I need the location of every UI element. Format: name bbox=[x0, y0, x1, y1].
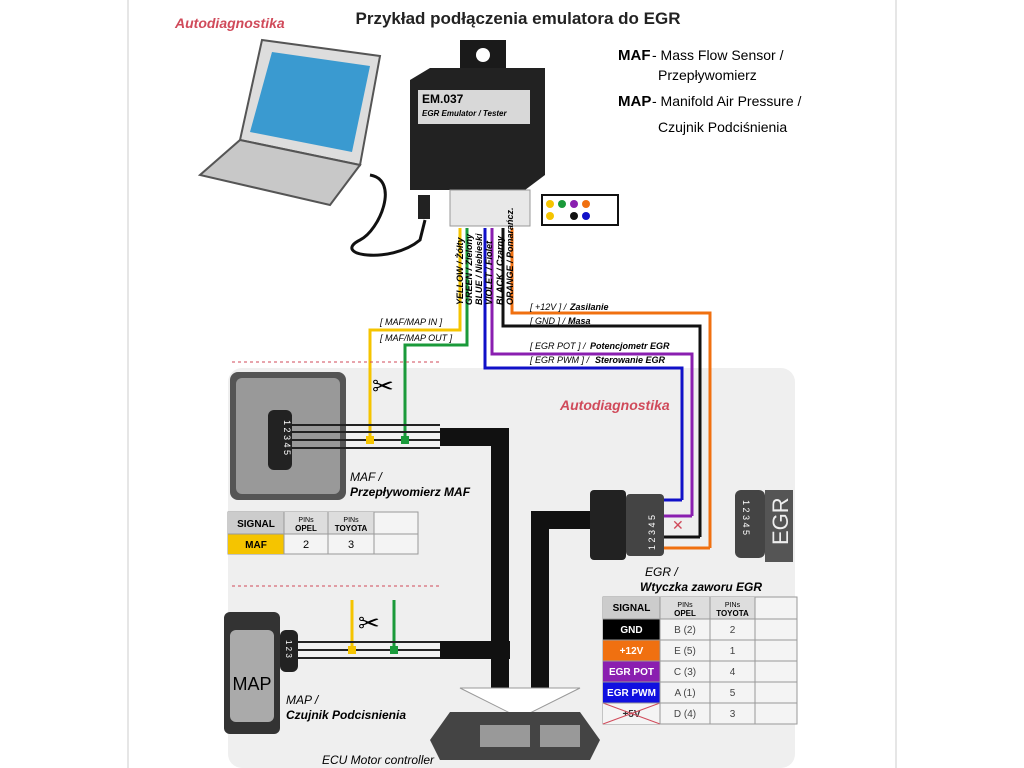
svg-text:BLACK / Czarny: BLACK / Czarny bbox=[495, 235, 505, 305]
svg-text:[ MAF/MAP IN ]: [ MAF/MAP IN ] bbox=[379, 317, 443, 327]
svg-text:2: 2 bbox=[303, 539, 309, 551]
table-row-opel: B (2) bbox=[674, 625, 696, 636]
maf-sensor: 1 2 3 4 5 ✂ MAF / Przepływomierz MAF bbox=[230, 361, 471, 500]
svg-text:[ MAF/MAP OUT ]: [ MAF/MAP OUT ] bbox=[379, 333, 453, 343]
connector-pinout-icon bbox=[541, 194, 619, 226]
svg-text:Czujnik Podciśnienia: Czujnik Podciśnienia bbox=[658, 119, 787, 135]
svg-text:Przepływomierz MAF: Przepływomierz MAF bbox=[350, 485, 471, 499]
svg-text:MAF: MAF bbox=[618, 47, 651, 64]
table-row-toyota: 3 bbox=[730, 709, 736, 720]
svg-text:Przepływomierz: Przepływomierz bbox=[658, 67, 757, 83]
svg-text:VIOLET / Fiolet: VIOLET / Fiolet bbox=[484, 240, 494, 305]
wires bbox=[350, 228, 712, 650]
header-pins: PINs bbox=[677, 602, 693, 609]
svg-text:OPEL: OPEL bbox=[295, 524, 317, 533]
table-row-opel: D (4) bbox=[674, 709, 696, 720]
svg-text:MAP: MAP bbox=[618, 93, 651, 110]
svg-text:MAP: MAP bbox=[232, 674, 271, 694]
disconnected-x-icon: ✕ bbox=[672, 517, 684, 533]
watermark-logo: Autodiagnostika bbox=[174, 15, 285, 31]
svg-text:3: 3 bbox=[348, 539, 354, 551]
table-row-opel: A (1) bbox=[674, 688, 695, 699]
arrow-to-ecu bbox=[459, 687, 581, 719]
table-row-signal: +5V bbox=[622, 709, 640, 720]
table-row-toyota: 5 bbox=[730, 688, 736, 699]
svg-text:1 2 3: 1 2 3 bbox=[284, 640, 293, 658]
svg-text:EGR Emulator / Tester: EGR Emulator / Tester bbox=[422, 109, 508, 118]
watermark-logo-2: Autodiagnostika bbox=[559, 397, 670, 413]
signal-color-cell bbox=[603, 661, 660, 682]
signal-color-cell bbox=[603, 619, 660, 640]
table-row-toyota: 1 bbox=[730, 646, 736, 657]
svg-text:1 2 3 4 5: 1 2 3 4 5 bbox=[282, 420, 292, 455]
svg-text:[ +12V ] /: [ +12V ] / bbox=[529, 302, 568, 312]
table-row-toyota: 2 bbox=[730, 625, 736, 636]
svg-text:PINs: PINs bbox=[298, 517, 314, 524]
svg-text:- Mass Flow Sensor /: - Mass Flow Sensor / bbox=[652, 47, 784, 63]
svg-text:ECU Motor controller: ECU Motor controller bbox=[322, 753, 435, 767]
svg-text:[ EGR POT ] /: [ EGR POT ] / bbox=[529, 341, 587, 351]
svg-text:Wtyczka zaworu EGR: Wtyczka zaworu EGR bbox=[640, 580, 762, 594]
svg-text:YELLOW / Żółty: YELLOW / Żółty bbox=[455, 237, 465, 305]
abbreviation-legend: MAF - Mass Flow Sensor / Przepływomierz … bbox=[618, 47, 801, 135]
header-signal: SIGNAL bbox=[613, 603, 651, 614]
wiring-harness bbox=[440, 428, 590, 690]
svg-text:TOYOTA: TOYOTA bbox=[335, 524, 368, 533]
table-row-opel: E (5) bbox=[674, 646, 696, 657]
scissors-icon: ✂ bbox=[358, 608, 380, 638]
table-row-signal: EGR PWM bbox=[607, 688, 656, 699]
svg-text:Zasilanie: Zasilanie bbox=[569, 302, 609, 312]
header-toyota: TOYOTA bbox=[716, 609, 749, 618]
emulator-device: EM.037 EGR Emulator / Tester bbox=[410, 40, 619, 227]
diagram-title: Przykład podłączenia emulatora do EGR bbox=[356, 9, 681, 28]
table-row-signal: GND bbox=[620, 625, 642, 636]
header-pins: PINs bbox=[725, 602, 741, 609]
wire-labels: YELLOW / Żółty GREEN / Zielony BLUE / Ni… bbox=[455, 207, 515, 305]
svg-text:[ EGR PWM ] /: [ EGR PWM ] / bbox=[529, 355, 591, 365]
svg-text:- Manifold Air Pressure /: - Manifold Air Pressure / bbox=[652, 93, 801, 109]
svg-text:MAF: MAF bbox=[245, 540, 267, 551]
signal-color-cell bbox=[603, 682, 660, 703]
ecu-unit: ECU Motor controller bbox=[322, 712, 600, 767]
header-opel: OPEL bbox=[674, 609, 696, 618]
svg-text:ORANGE / Pomarańcz.: ORANGE / Pomarańcz. bbox=[505, 207, 515, 305]
svg-text:1 2 3 4 5: 1 2 3 4 5 bbox=[647, 515, 657, 550]
svg-text:EM.037: EM.037 bbox=[422, 92, 464, 106]
table-row-signal: +12V bbox=[620, 646, 644, 657]
svg-text:[ GND ] /: [ GND ] / bbox=[529, 316, 567, 326]
scissors-icon: ✂ bbox=[372, 371, 394, 401]
table-row-toyota: 4 bbox=[730, 667, 736, 678]
svg-text:MAP /: MAP / bbox=[286, 693, 320, 707]
egr-plug: 1 2 3 4 5 ✕ 1 2 3 4 5 EGR EGR / Wtyczka … bbox=[590, 490, 793, 594]
signal-color-cell bbox=[603, 640, 660, 661]
svg-text:SIGNAL: SIGNAL bbox=[237, 519, 275, 530]
svg-text:Masa: Masa bbox=[568, 316, 591, 326]
signal-labels: [ MAF/MAP IN ] [ MAF/MAP OUT ] [ +12V ] … bbox=[379, 302, 670, 365]
svg-text:GREEN / Zielony: GREEN / Zielony bbox=[464, 233, 474, 305]
svg-text:1 2 3 4 5: 1 2 3 4 5 bbox=[741, 500, 751, 535]
table-row-opel: C (3) bbox=[674, 667, 696, 678]
svg-text:EGR: EGR bbox=[768, 497, 793, 545]
svg-text:PINs: PINs bbox=[343, 517, 359, 524]
svg-text:Sterowanie EGR: Sterowanie EGR bbox=[595, 355, 666, 365]
map-sensor: MAP 1 2 3 ✂ MAP / Czujnik Podcisnienia bbox=[224, 585, 440, 734]
svg-text:Potencjometr EGR: Potencjometr EGR bbox=[590, 341, 670, 351]
table-row-signal: EGR POT bbox=[609, 667, 654, 678]
laptop-icon bbox=[197, 38, 430, 257]
svg-text:MAF /: MAF / bbox=[350, 470, 383, 484]
svg-text:EGR /: EGR / bbox=[645, 565, 679, 579]
svg-text:Czujnik Podcisnienia: Czujnik Podcisnienia bbox=[286, 708, 406, 722]
svg-text:BLUE / Niebieski: BLUE / Niebieski bbox=[474, 233, 484, 305]
